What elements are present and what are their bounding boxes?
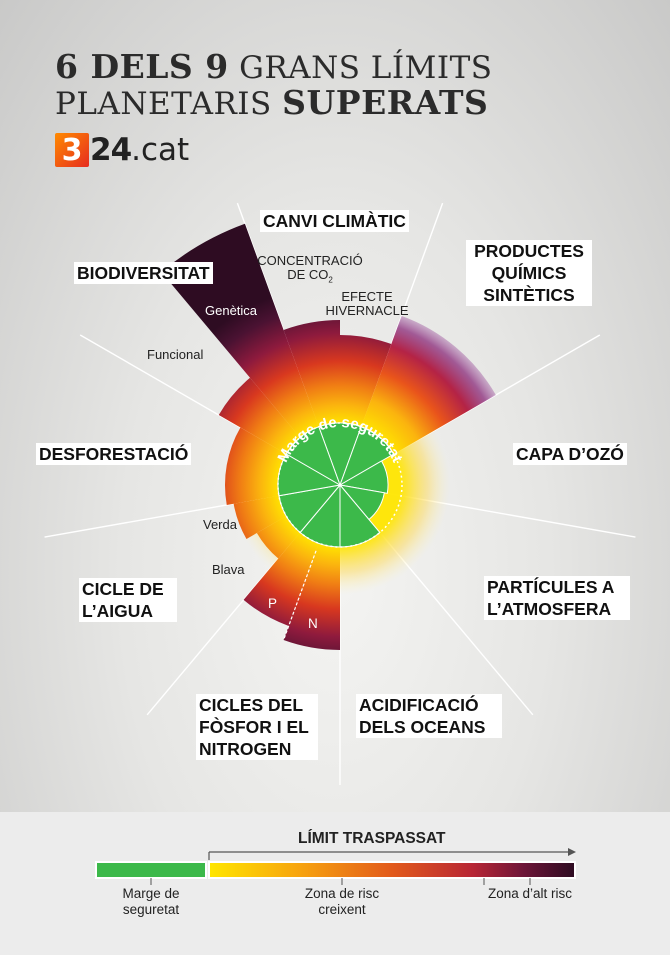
- safe-ozone: [338, 460, 389, 494]
- brand-logo: 3 24.cat: [55, 132, 189, 168]
- sublabel-co2-subscript: 2: [328, 275, 333, 285]
- label-biogeochemical-flows: CICLES DEL FÒSFOR I EL NITROGEN: [196, 694, 318, 760]
- legend: [0, 812, 670, 955]
- legend-high-label: Zona d’alt risc: [487, 886, 573, 901]
- wedge-phosphorus: [243, 527, 321, 626]
- legend-header: LÍMIT TRASPASSAT: [298, 830, 446, 847]
- sublabel-genetic: Genètica: [205, 303, 258, 318]
- safe-zone: [277, 422, 403, 548]
- label-aerosols: PARTÍCULES A L’ATMOSFERA: [484, 576, 630, 620]
- label-freshwater: CICLE DE L’AIGUA: [79, 578, 177, 622]
- wedge-co2-concentration: [283, 320, 340, 433]
- label-biodiversity: BIODIVERSITAT: [74, 262, 213, 284]
- label-land-use: DESFORESTACIÓ: [36, 443, 192, 465]
- wedge-land-system: [225, 427, 292, 505]
- wedge-functional-diversity: [218, 377, 305, 457]
- logo-number: 24: [90, 132, 132, 168]
- sublabel-nitrogen: N: [308, 616, 318, 631]
- wedge-nitrogen: [283, 537, 340, 650]
- wedge-radiative-forcing: [340, 335, 392, 433]
- logo-suffix: .cat: [131, 132, 190, 168]
- sublabel-green-water: Verda: [203, 517, 237, 532]
- legend-safe-swatch: [95, 861, 207, 879]
- sublabel-radiative-forcing: EFECTE HIVERNACLE: [322, 290, 412, 318]
- sublabel-forcing-line1: EFECTE: [341, 289, 393, 304]
- sublabel-functional: Funcional: [147, 347, 204, 362]
- label-climate-change: CANVI CLIMÀTIC: [260, 210, 409, 232]
- pn-separator: [283, 550, 317, 641]
- sublabel-co2-line1: CONCENTRACIÓ: [257, 253, 363, 268]
- label-ocean-acidification: ACIDIFICACIÓ DELS OCEANS: [356, 694, 502, 738]
- title-bold-2: SUPERATS: [282, 83, 489, 122]
- logo-mark: 3: [55, 133, 89, 168]
- legend-graphic: [95, 848, 576, 885]
- wedge-green-water: [233, 494, 292, 539]
- wedge-synthetic-chemicals: [359, 315, 496, 457]
- sublabel-forcing-line2: HIVERNACLE: [325, 303, 409, 318]
- safe-boundary-ring: [277, 422, 403, 548]
- legend-risk-swatch: [208, 861, 576, 879]
- sublabel-phosphorus: P: [268, 596, 278, 611]
- sublabel-co2: CONCENTRACIÓ DE CO2: [255, 254, 365, 288]
- legend-increasing-label: Zona de risc creixent: [304, 886, 380, 917]
- planetary-boundaries-diagram: Marge de seguretat: [161, 223, 496, 650]
- sublabel-co2-text: DE CO: [287, 267, 329, 282]
- title-text-2: PLANETARIS: [55, 86, 272, 122]
- label-synthetic-chemicals: PRODUCTES QUÍMICS SINTÈTICS: [466, 240, 592, 306]
- legend-arrow-head: [568, 848, 576, 856]
- page-title: 6 DELS 9 GRANS LÍMITS PLANETARIS SUPERAT…: [55, 50, 493, 120]
- sublabel-blue-water: Blava: [212, 562, 245, 577]
- logo-text: 24.cat: [90, 132, 189, 168]
- label-ozone-layer: CAPA D’OZÓ: [513, 443, 627, 465]
- title-text-1: GRANS LÍMITS: [239, 50, 493, 86]
- title-bold-1: 6 DELS 9: [55, 47, 229, 86]
- sublabel-co2-line2: DE CO2: [255, 268, 365, 288]
- legend-safe-label: Marge de seguretat: [122, 886, 180, 917]
